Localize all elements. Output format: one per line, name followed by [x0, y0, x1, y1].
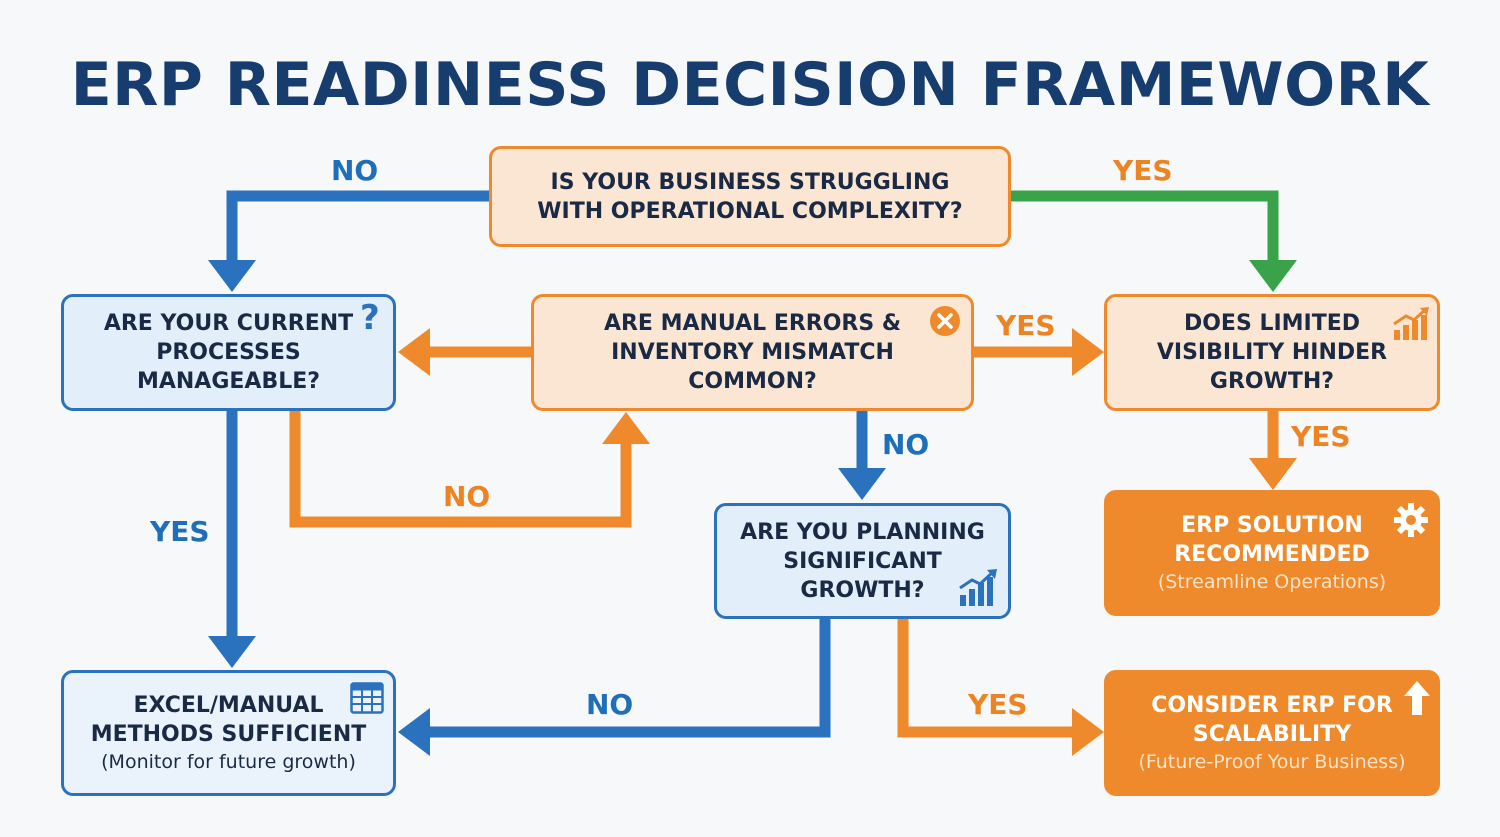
outcome-line: RECOMMENDED — [1174, 541, 1370, 567]
question-icon: ? — [360, 298, 380, 338]
question-line: DOES LIMITED — [1183, 311, 1361, 336]
arrow-q1-no — [226, 190, 490, 262]
question-line: SIGNIFICANT — [783, 548, 942, 574]
growth-chart-icon — [1393, 307, 1429, 340]
arrowhead-q2-no — [602, 412, 650, 444]
question-line: MANAGEABLE? — [136, 369, 321, 394]
edge-label-q5-yes: YES — [968, 688, 1028, 721]
arrow-up-icon — [1404, 681, 1430, 715]
question-line: GROWTH? — [800, 577, 925, 603]
arrowhead-q2-yes — [208, 636, 256, 668]
edge-label-q3-yes: YES — [996, 309, 1056, 342]
edge-label-q4-yes: YES — [1291, 420, 1351, 453]
question-line: ARE YOU PLANNING — [740, 519, 985, 545]
question-planning-growth: ARE YOU PLANNING SIGNIFICANT GROWTH? — [714, 503, 1011, 619]
arrowhead-q3-to-q2 — [398, 328, 430, 376]
edge-label-q2-no: NO — [443, 480, 491, 513]
arrowhead-q3-no — [838, 468, 886, 500]
arrowhead-q1-yes — [1249, 260, 1297, 292]
question-line: COMMON? — [688, 369, 817, 394]
question-manual-errors: ARE MANUAL ERRORS & INVENTORY MISMATCH C… — [531, 294, 974, 411]
outcome-line: ERP SOLUTION — [1181, 512, 1363, 538]
spreadsheet-icon — [350, 682, 384, 714]
growth-chart-icon — [959, 569, 997, 606]
gear-icon — [1394, 503, 1428, 537]
arrow-q5-no — [428, 618, 831, 738]
arrowhead-q5-no — [398, 708, 430, 756]
edge-label-q2-yes: YES — [150, 515, 210, 548]
outcome-erp-recommended: ERP SOLUTION RECOMMENDED (Streamline Ope… — [1104, 490, 1440, 616]
arrowhead-q3-yes — [1072, 328, 1104, 376]
question-line: WITH OPERATIONAL COMPLEXITY? — [537, 198, 963, 224]
edge-label-q3-no: NO — [882, 428, 930, 461]
question-limited-visibility: DOES LIMITED VISIBILITY HINDER GROWTH? — [1104, 294, 1440, 411]
question-processes-manageable: ARE YOUR CURRENT PROCESSES MANAGEABLE? — [61, 294, 396, 411]
diagram-title: ERP READINESS DECISION FRAMEWORK — [70, 50, 1430, 120]
arrowhead-q5-yes — [1072, 708, 1104, 756]
arrow-q5-yes — [897, 618, 1075, 738]
outcome-line: METHODS SUFFICIENT — [90, 721, 367, 747]
arrowhead-q1-no — [208, 260, 256, 292]
outcome-line: SCALABILITY — [1192, 721, 1352, 747]
outcome-excel-manual: EXCEL/MANUAL METHODS SUFFICIENT (Monitor… — [61, 670, 396, 796]
outcome-line: EXCEL/MANUAL — [133, 692, 324, 718]
edge-label-q1-no: NO — [331, 154, 379, 187]
edge-label-q5-no: NO — [586, 688, 634, 721]
arrow-q2-no — [289, 410, 632, 528]
question-line: INVENTORY MISMATCH — [611, 340, 894, 365]
question-business-complexity: IS YOUR BUSINESS STRUGGLING WITH OPERATI… — [489, 146, 1011, 247]
question-line: ARE MANUAL ERRORS & — [603, 311, 902, 336]
outcome-line: CONSIDER ERP FOR — [1151, 692, 1393, 718]
question-line: VISIBILITY HINDER — [1156, 340, 1388, 365]
question-line: GROWTH? — [1209, 369, 1335, 394]
question-line: IS YOUR BUSINESS STRUGGLING — [550, 169, 950, 195]
question-line: ARE YOUR CURRENT — [103, 311, 354, 336]
edge-label-q1-yes: YES — [1113, 154, 1173, 187]
outcome-subtitle: (Streamline Operations) — [1157, 570, 1387, 593]
outcome-consider-erp: CONSIDER ERP FOR SCALABILITY (Future-Pro… — [1104, 670, 1440, 796]
arrow-q1-yes — [1010, 190, 1279, 262]
outcome-subtitle: (Monitor for future growth) — [101, 750, 356, 773]
outcome-subtitle: (Future-Proof Your Business) — [1138, 750, 1406, 773]
question-line: PROCESSES — [156, 340, 301, 365]
arrowhead-q4-yes — [1249, 458, 1297, 490]
x-circle-icon — [930, 306, 960, 336]
